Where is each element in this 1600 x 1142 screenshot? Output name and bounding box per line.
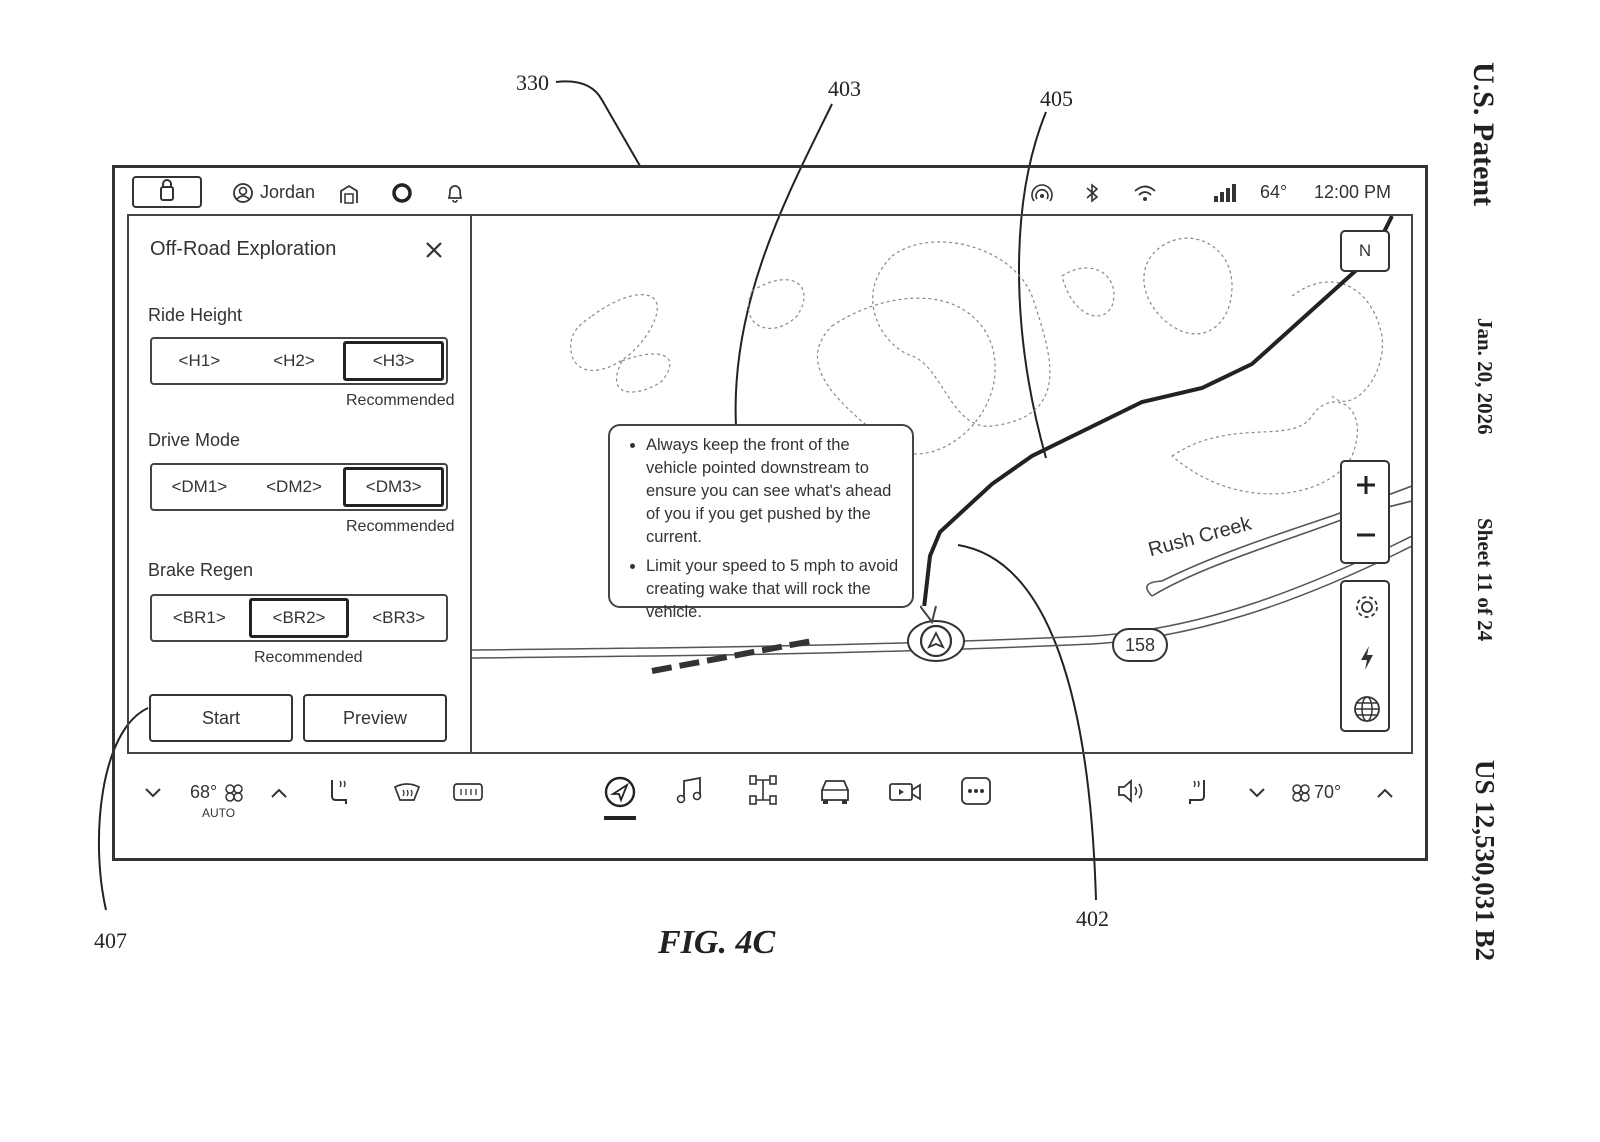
- garage-icon[interactable]: [338, 183, 360, 205]
- right-fan-icon[interactable]: [1292, 784, 1310, 802]
- profile-icon[interactable]: [232, 182, 254, 204]
- clock: 12:00 PM: [1314, 182, 1392, 202]
- climate-mode: AUTO: [202, 806, 236, 820]
- left-temperature: 68°: [190, 782, 218, 802]
- drive-mode-label: Drive Mode: [148, 430, 241, 450]
- map-view[interactable]: [472, 214, 1413, 754]
- bluetooth-icon[interactable]: [1084, 181, 1100, 205]
- compass-label: N: [1358, 241, 1372, 260]
- gear-icon[interactable]: [1354, 594, 1380, 620]
- user-name[interactable]: Jordan: [260, 182, 316, 202]
- drive-mode-recommended: Recommended: [346, 518, 455, 535]
- navigation-icon[interactable]: [604, 776, 636, 822]
- map-drawing: [472, 216, 1411, 674]
- ref-407: 407: [94, 928, 127, 953]
- camera-icon[interactable]: [888, 780, 922, 804]
- hotspot-icon[interactable]: [1030, 182, 1054, 204]
- ref-403: 403: [828, 76, 861, 101]
- brake-regen-label: Brake Regen: [148, 560, 254, 580]
- right-temp-down-icon[interactable]: [1248, 786, 1266, 800]
- bell-icon[interactable]: [444, 181, 466, 205]
- ref-405: 405: [1040, 86, 1073, 111]
- ref-402: 402: [1076, 906, 1109, 931]
- brake-regen-option-br3[interactable]: <BR3>: [372, 608, 426, 627]
- vehicle-position-icon: [907, 620, 965, 662]
- ride-height-selector: <H1> <H2> <H3>: [150, 337, 448, 385]
- zoom-controls: [1340, 460, 1390, 564]
- drive-mode-option-dm3[interactable]: <DM3>: [343, 467, 445, 507]
- drive-mode-option-dm2[interactable]: <DM2>: [266, 477, 322, 496]
- assistant-icon[interactable]: [390, 181, 414, 205]
- figure-label: FIG. 4C: [658, 924, 776, 961]
- off-road-panel: [127, 214, 472, 754]
- tip-item: Limit your speed to 5 mph to avoid creat…: [646, 555, 902, 624]
- callout-pointer: [920, 605, 937, 625]
- rear-defrost-icon[interactable]: [452, 782, 484, 802]
- preview-button[interactable]: Preview: [303, 694, 447, 742]
- ride-height-option-h3[interactable]: <H3>: [343, 341, 445, 381]
- outside-temperature: 64°: [1260, 182, 1288, 202]
- brake-regen-option-br2[interactable]: <BR2>: [248, 598, 350, 638]
- passenger-seat-icon[interactable]: [1184, 778, 1212, 806]
- lock-button[interactable]: [132, 176, 202, 208]
- panel-title: Off-Road Exploration: [150, 238, 337, 260]
- brake-regen-recommended: Recommended: [254, 649, 363, 666]
- cellular-signal-icon: [1214, 184, 1236, 202]
- close-icon[interactable]: [424, 240, 444, 260]
- road-number-badge: 158: [1112, 628, 1168, 662]
- compass-button[interactable]: N: [1340, 230, 1390, 272]
- drive-mode-option-dm1[interactable]: <DM1>: [171, 477, 228, 496]
- more-apps-icon[interactable]: [960, 776, 992, 806]
- ride-height-option-h2[interactable]: <H2>: [273, 351, 315, 370]
- left-temp-up-icon[interactable]: [270, 786, 288, 800]
- ride-height-option-h1[interactable]: <H1>: [178, 351, 221, 370]
- ride-height-label: Ride Height: [148, 305, 243, 325]
- ref-330: 330: [516, 70, 549, 95]
- left-fan-icon[interactable]: [225, 784, 243, 802]
- left-temp-down-icon[interactable]: [144, 786, 162, 800]
- infotainment-screen: [112, 165, 1428, 861]
- wifi-icon[interactable]: [1132, 182, 1158, 204]
- drive-mode-selector: <DM1> <DM2> <DM3>: [150, 463, 448, 511]
- vehicle-icon[interactable]: [818, 776, 852, 806]
- lock-icon: [160, 179, 174, 201]
- volume-icon[interactable]: [1116, 778, 1148, 804]
- drivetrain-icon[interactable]: [748, 774, 778, 806]
- ride-height-recommended: Recommended: [346, 392, 455, 409]
- tip-item: Always keep the front of the vehicle poi…: [646, 434, 902, 549]
- charging-icon[interactable]: [1357, 644, 1377, 672]
- zoom-out-icon[interactable]: [1355, 524, 1377, 546]
- map-tools: [1340, 580, 1390, 732]
- brake-regen-selector: <BR1> <BR2> <BR3>: [150, 594, 448, 642]
- driving-tip-callout: Always keep the front of the vehicle poi…: [608, 424, 914, 621]
- zoom-in-icon[interactable]: [1355, 474, 1377, 496]
- globe-icon[interactable]: [1352, 694, 1382, 724]
- right-temperature: 70°: [1314, 782, 1342, 802]
- heated-seat-icon[interactable]: [326, 778, 352, 806]
- right-temp-up-icon[interactable]: [1376, 786, 1394, 800]
- front-defrost-icon[interactable]: [392, 782, 422, 804]
- brake-regen-option-br1[interactable]: <BR1>: [172, 608, 226, 627]
- music-icon[interactable]: [676, 776, 706, 806]
- start-button[interactable]: Start: [149, 694, 293, 742]
